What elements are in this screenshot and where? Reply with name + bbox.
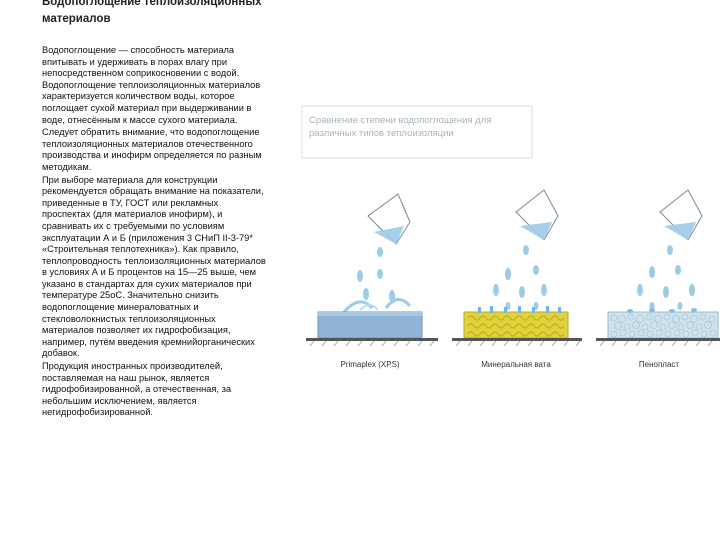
- paragraph-foreign: Продукция иностранных производителей, по…: [42, 361, 232, 418]
- water-drop-icon: [533, 265, 539, 275]
- water-fill-icon: [664, 222, 696, 240]
- water-drop-icon: [689, 284, 695, 296]
- ground-lines: [306, 338, 720, 347]
- water-drop-icon: [637, 284, 643, 296]
- water-drop-icon: [677, 302, 683, 310]
- label-xps: Primaplex (XPS): [340, 360, 400, 369]
- water-drop-icon: [649, 266, 655, 278]
- splash-icon: [359, 304, 379, 311]
- water-drop-icon: [493, 284, 499, 296]
- xps-slab-top: [318, 312, 422, 316]
- panel-xps: [317, 193, 423, 339]
- water-drop-icon: [523, 245, 529, 255]
- water-drop-icon: [675, 265, 681, 275]
- water-drop-icon: [363, 288, 369, 300]
- figure-illustration: [301, 105, 720, 347]
- panel-mineral-wool: [463, 189, 569, 339]
- paragraph-selection: При выборе материала для конструкции рек…: [42, 174, 266, 359]
- water-drop-icon: [667, 245, 673, 255]
- splash-icon: [384, 298, 412, 309]
- figure-caption: Сравнение степени водопоглощения для раз…: [309, 115, 492, 139]
- splash-icon: [342, 300, 374, 314]
- water-drop-icon: [389, 290, 395, 302]
- water-drop-icon: [541, 284, 547, 296]
- paragraph-definition: Водопоглощение — способность материала в…: [42, 45, 261, 125]
- water-absorption-figure: Сравнение степени водопоглощения для раз…: [300, 104, 720, 394]
- label-mineral-wool: Минеральная вата: [481, 360, 551, 369]
- absorbed-water: [478, 306, 561, 313]
- paragraph-methods: Следует обратить внимание, что водопогло…: [42, 127, 262, 172]
- body-text: Водопоглощение — способность материала в…: [42, 45, 268, 420]
- caption-frame: [301, 105, 533, 159]
- water-fill-icon: [520, 222, 552, 240]
- label-foam: Пенопласт: [638, 360, 680, 369]
- mineral-wool-texture: [467, 315, 565, 337]
- panel-foam: [607, 189, 719, 339]
- water-drop-icon: [519, 286, 525, 298]
- foam-texture: [610, 313, 717, 338]
- water-drop-icon: [357, 270, 363, 282]
- water-drop-icon: [649, 302, 655, 310]
- water-drop-icon: [377, 247, 383, 257]
- water-drop-icon: [505, 268, 511, 280]
- water-drop-icon: [663, 286, 669, 298]
- water-drop-icon: [377, 269, 383, 279]
- water-fill-icon: [374, 226, 404, 244]
- absorbed-water: [627, 308, 697, 313]
- page-title: Водопоглощение теплоизоляционных материа…: [42, 0, 262, 25]
